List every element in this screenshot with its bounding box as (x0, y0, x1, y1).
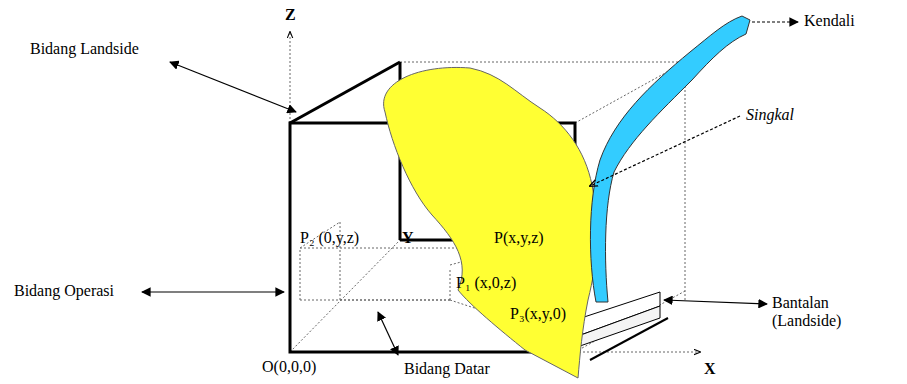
moldboard (384, 67, 597, 378)
part-label: P₂ (0,y,z) (300, 229, 359, 247)
part-label: Bidang Datar (404, 360, 490, 378)
leader-lines (142, 22, 798, 355)
part-label: P₃(x,y,0) (510, 305, 566, 323)
part-label: P(x,y,z) (494, 229, 544, 247)
part-label: X (704, 360, 716, 378)
part-label: Y (402, 229, 414, 247)
part-label: Bidang Landside (30, 40, 139, 58)
part-label: Bidang Operasi (14, 282, 114, 300)
part-label: Z (285, 6, 296, 24)
part-label: O(0,0,0) (262, 358, 316, 376)
x-axis (575, 352, 700, 353)
landside-edge (590, 318, 668, 360)
part-label: P₁ (x,0,z) (456, 274, 516, 292)
part-label: Bantalan (Landside) (772, 294, 872, 331)
handle (590, 16, 750, 302)
part-label: Singkal (746, 106, 794, 124)
part-label: Kendali (804, 12, 855, 30)
